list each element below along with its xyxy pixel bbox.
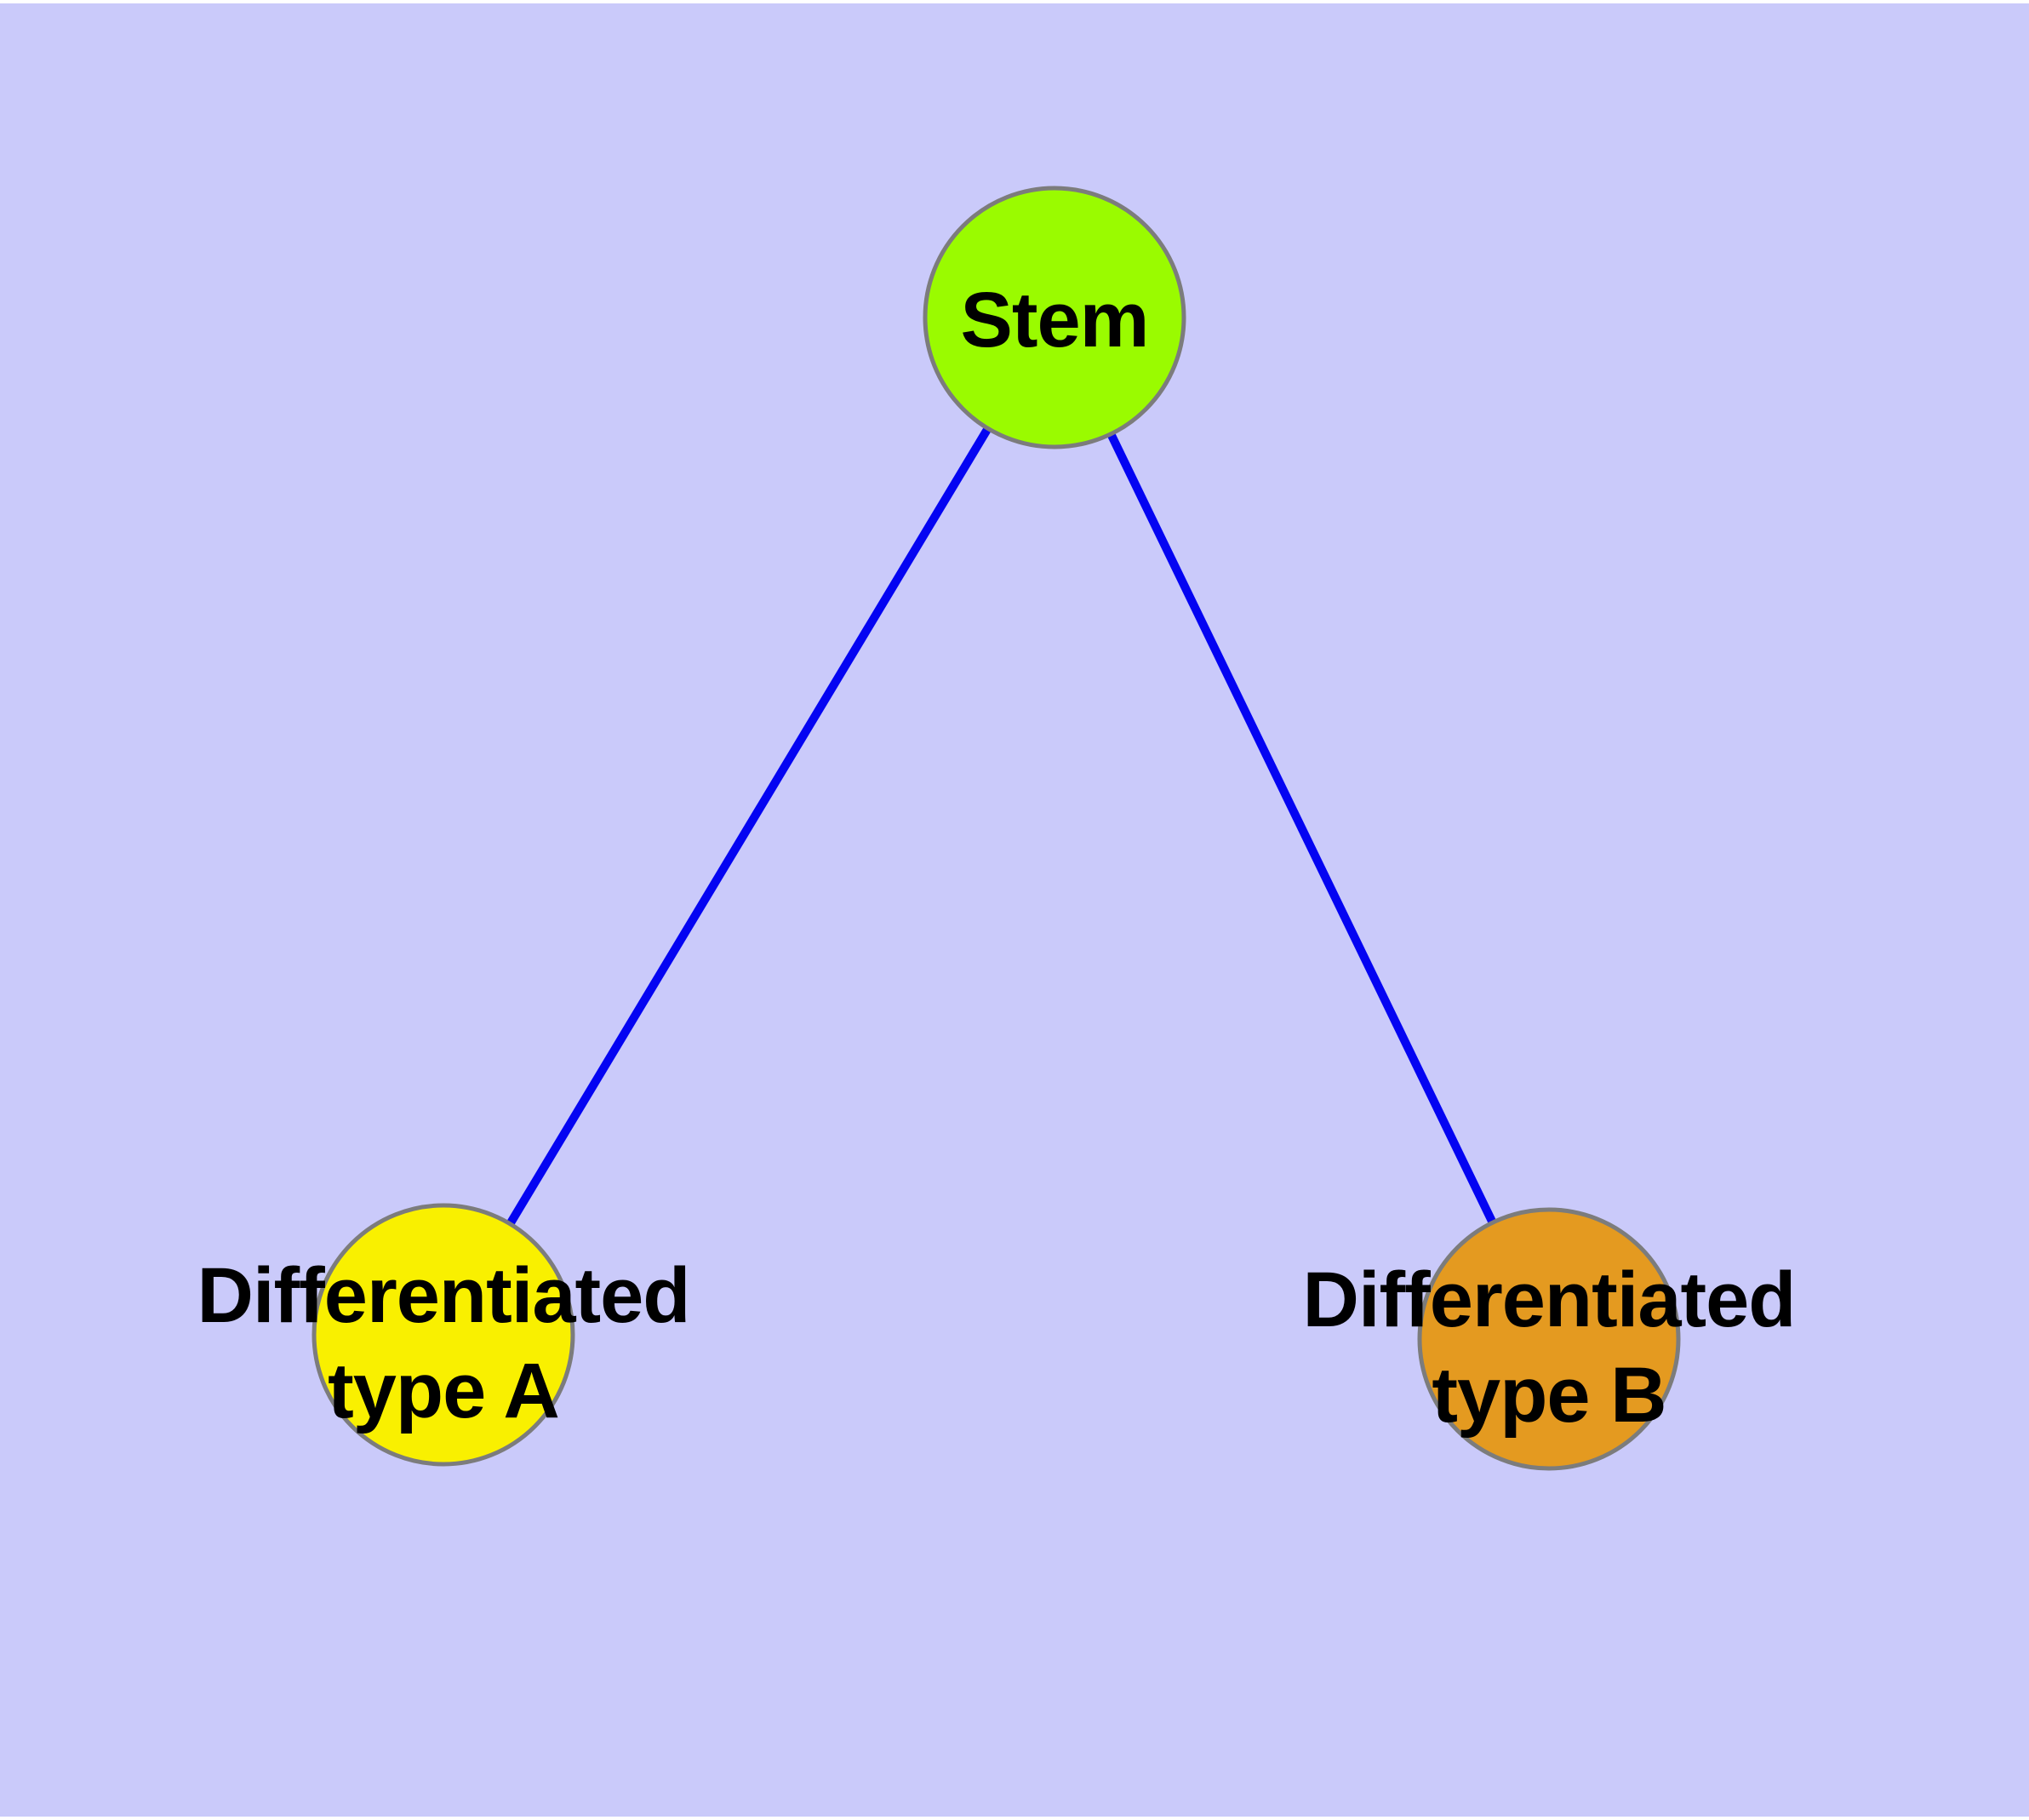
node-differentiated-type-a: Differentiated type A bbox=[197, 1203, 690, 1467]
node-type-a-label-line1: Differentiated bbox=[197, 1252, 690, 1339]
node-differentiated-type-b: Differentiated type B bbox=[1303, 1207, 1796, 1471]
node-type-b-label-line2: type B bbox=[1432, 1352, 1666, 1439]
node-stem: Stem bbox=[923, 186, 1186, 449]
node-stem-label: Stem bbox=[961, 277, 1149, 363]
node-type-a-label-line2: type A bbox=[328, 1348, 559, 1434]
node-stem-circle bbox=[923, 186, 1186, 449]
node-type-b-circle bbox=[1417, 1207, 1681, 1471]
edge-stem-to-type-a bbox=[439, 315, 1059, 1337]
edge-group bbox=[439, 315, 1553, 1342]
edge-stem-to-type-b bbox=[1050, 315, 1553, 1342]
node-type-b-label-line1: Differentiated bbox=[1303, 1256, 1796, 1343]
node-type-a-circle bbox=[311, 1203, 575, 1467]
